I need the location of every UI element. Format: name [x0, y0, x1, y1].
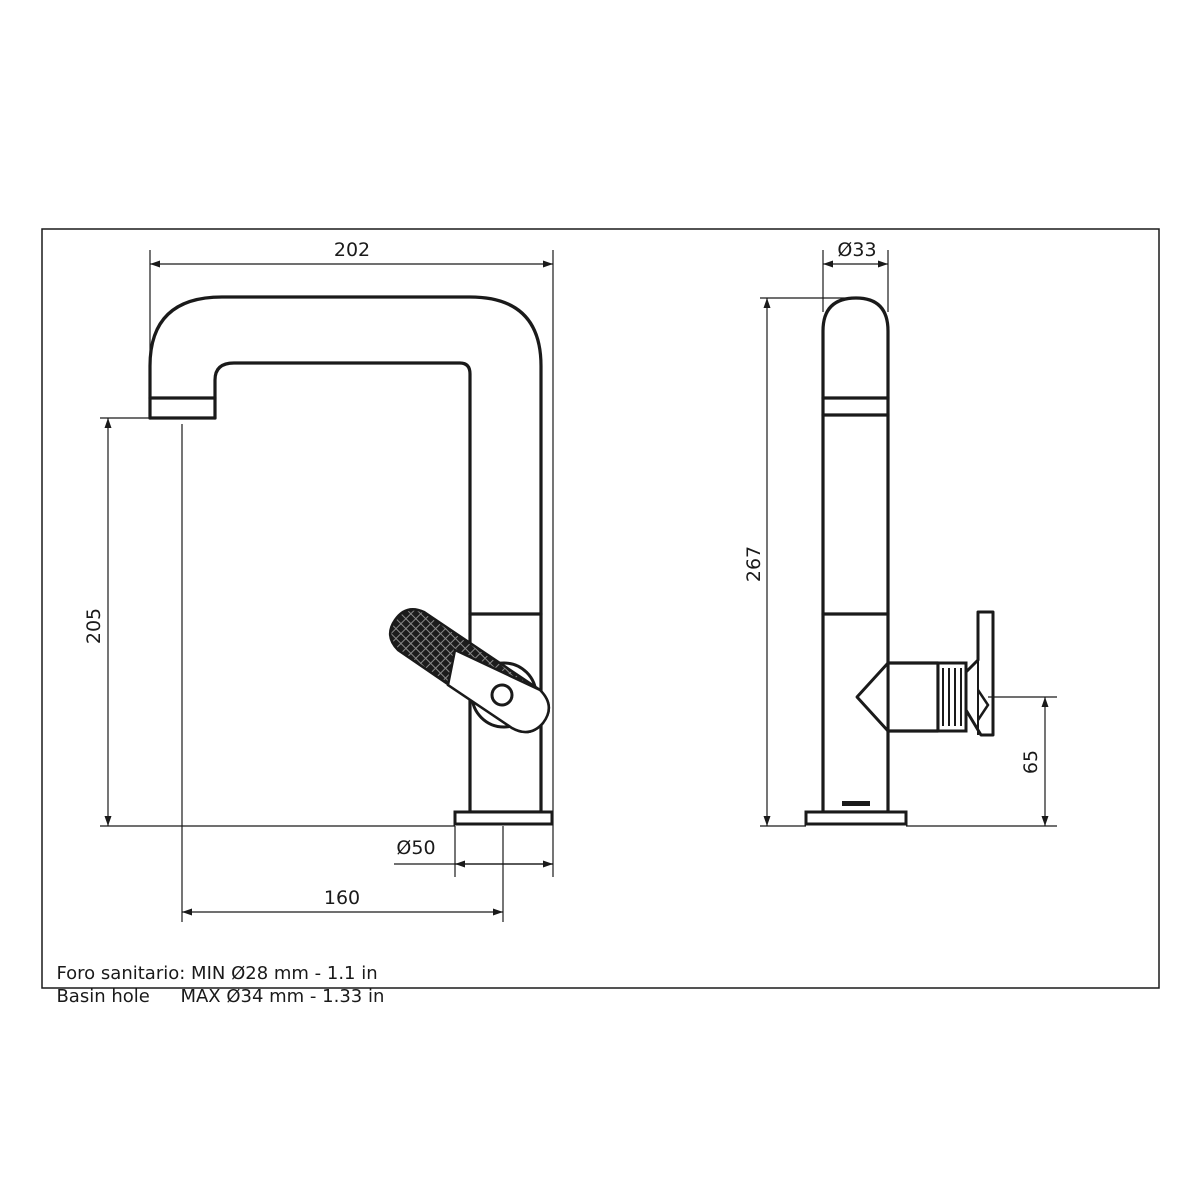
note-label-basin: Basin hole [56, 986, 150, 1007]
side-lever-assembly [855, 610, 995, 737]
front-lever-handle [389, 608, 550, 734]
front-view: 202 205 Ø50 160 [83, 239, 554, 922]
basin-hole-note-line1: Foro sanitario: MIN Ø28 mm - 1.1 in [45, 939, 378, 985]
side-cartridge-housing [886, 661, 940, 733]
front-base-plate [453, 810, 554, 826]
side-aerator-mark [842, 801, 870, 806]
side-view: Ø33 267 65 [743, 239, 1057, 827]
note-value-min: MIN Ø28 mm - 1.1 in [191, 963, 378, 984]
front-spout-outer [148, 295, 543, 814]
dim-overall-height: 267 [743, 546, 765, 582]
front-spout-inner [213, 361, 472, 814]
front-faucet-body [148, 295, 554, 826]
side-base-plate [804, 810, 908, 826]
front-lever-pivot [490, 683, 514, 707]
front-extension-lines [100, 250, 554, 922]
dim-spout-reach: 160 [324, 887, 360, 909]
dim-base-diameter: Ø50 [396, 837, 435, 859]
dim-spout-height: 205 [83, 608, 105, 644]
side-body-outline [821, 296, 890, 814]
side-cartridge-cone [855, 661, 890, 733]
dim-lever-height: 65 [1020, 750, 1042, 774]
basin-hole-note-line2: Basin hole MAX Ø34 mm - 1.33 in [45, 962, 384, 1008]
drawing-frame [41, 228, 1160, 989]
note-value-max: MAX Ø34 mm - 1.33 in [180, 986, 385, 1007]
side-extension-lines [760, 250, 1057, 827]
dim-overall-width: 202 [334, 239, 370, 261]
note-label-foro: Foro sanitario: [56, 963, 186, 984]
side-faucet-body [804, 296, 908, 826]
dim-body-diameter: Ø33 [837, 239, 876, 261]
